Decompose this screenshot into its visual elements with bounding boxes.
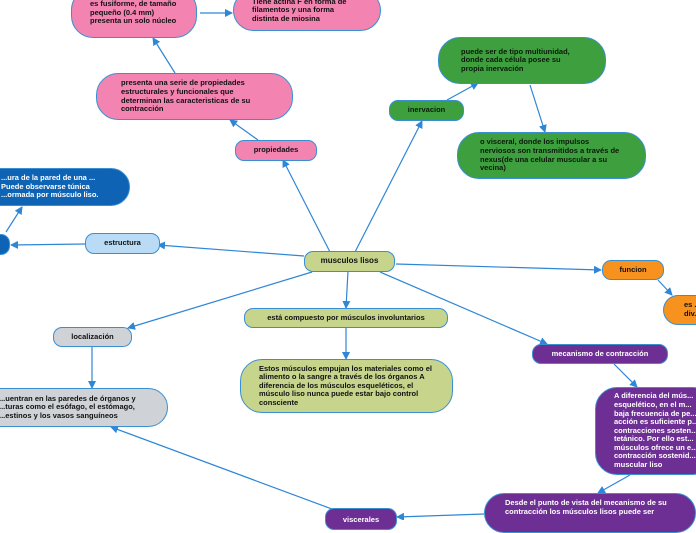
- edge-multiunidad-visceral: [529, 84, 547, 133]
- inervacion-node[interactable]: inervacion: [389, 100, 464, 121]
- compuesto-desc-text: Estos músculos empujan los materiales co…: [259, 363, 432, 407]
- funcion-desc-node[interactable]: es ... div...: [663, 295, 696, 325]
- edge-center-funcion: [395, 263, 602, 274]
- localizacion-node[interactable]: localización: [53, 327, 132, 347]
- propiedades-desc-node[interactable]: presenta una serie de propiedades estruc…: [96, 73, 293, 120]
- central-topic-node[interactable]: musculos lisos: [304, 251, 395, 272]
- edge-viscerales-localizacion: [110, 425, 341, 513]
- estructura-desc-node[interactable]: ...ura de la pared de una ... Puede obse…: [0, 168, 130, 206]
- mecanismo-desc1-text: A diferencia del mús... esquelético, en …: [614, 391, 696, 470]
- inervacion-visceral-node[interactable]: o visceral, donde los impulsos nerviosos…: [457, 132, 646, 179]
- actina-text: Tiene actina F en forma de filamentos y …: [252, 0, 347, 23]
- mecanismo-desc1-node[interactable]: A diferencia del mús... esquelético, en …: [595, 387, 696, 475]
- inervacion-visceral-text: o visceral, donde los impulsos nerviosos…: [480, 137, 620, 173]
- propiedades-desc-text: presenta una serie de propiedades estruc…: [121, 78, 251, 114]
- fusiforme-text: es fusiforme, de tamaño pequeño (0.4 mm)…: [90, 0, 177, 26]
- estructura-node[interactable]: estructura: [85, 233, 160, 254]
- edge-center-estructura: [157, 241, 305, 257]
- mecanismo-desc2-text: Desde el punto de vista del mecanismo de…: [505, 498, 667, 516]
- edge-center-localizacion: [127, 271, 313, 330]
- funcion-desc-text: es ... div...: [684, 300, 696, 318]
- edge-left-desc: [5, 206, 23, 233]
- propiedades-node[interactable]: propiedades: [235, 140, 317, 161]
- edge-estructura-left: [10, 240, 86, 249]
- funcion-node[interactable]: funcion: [602, 260, 664, 280]
- localizacion-desc-text: ...uentran en las paredes de órganos y .…: [0, 393, 136, 420]
- edge-mecanismo-desc1: [613, 363, 638, 388]
- viscerales-node[interactable]: viscerales: [325, 508, 397, 530]
- edge-center-inervacion: [354, 120, 423, 253]
- mecanismo-node[interactable]: mecanismo de contracción: [532, 344, 668, 364]
- estructura-desc-text: ...ura de la pared de una ... Puede obse…: [1, 173, 99, 200]
- inervacion-multiunidad-text: puede ser de tipo multiunidad, donde cad…: [461, 46, 570, 73]
- edge-center-compuesto: [342, 270, 351, 309]
- edge-center-propiedades: [282, 159, 331, 253]
- connector-layer: [5, 9, 673, 520]
- edge-desc-fusiforme: [152, 37, 176, 74]
- inervacion-multiunidad-node[interactable]: puede ser de tipo multiunidad, donde cad…: [438, 37, 606, 84]
- fusiforme-node[interactable]: es fusiforme, de tamaño pequeño (0.4 mm)…: [71, 0, 197, 38]
- edge-desc1-desc2: [597, 474, 631, 494]
- mecanismo-desc2-node[interactable]: Desde el punto de vista del mecanismo de…: [484, 493, 696, 533]
- localizacion-desc-node[interactable]: ...uentran en las paredes de órganos y .…: [0, 388, 168, 427]
- compuesto-node[interactable]: está compuesto por músculos involuntario…: [244, 308, 448, 328]
- edge-inervacion-multiunidad: [446, 82, 479, 101]
- edge-desc2-viscerales: [396, 512, 485, 520]
- actina-node[interactable]: Tiene actina F en forma de filamentos y …: [233, 0, 381, 31]
- edge-center-mecanismo: [379, 271, 548, 345]
- edge-propiedades-desc: [229, 119, 259, 141]
- edge-funcion-desc: [657, 279, 673, 296]
- compuesto-desc-node[interactable]: Estos músculos empujan los materiales co…: [240, 359, 453, 413]
